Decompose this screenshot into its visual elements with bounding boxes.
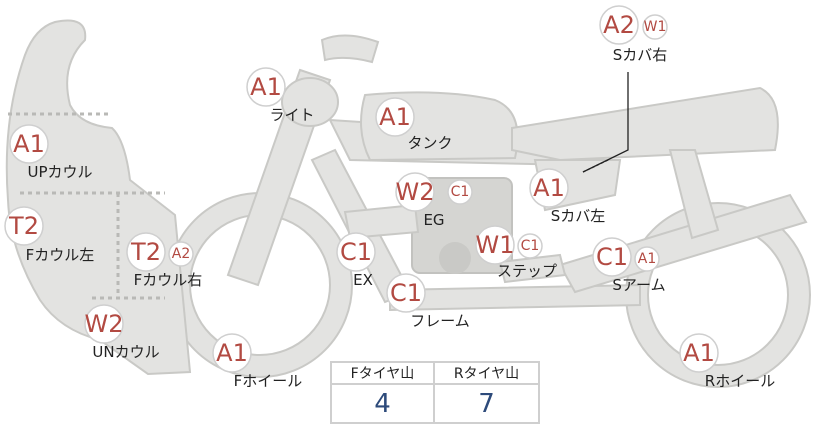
eg-grade: W2 xyxy=(396,178,435,206)
f-cowl-left-grade: T2 xyxy=(8,212,39,240)
frame-grade: C1 xyxy=(390,279,422,307)
front-tread-value: 4 xyxy=(332,385,435,422)
un-cowl-label: UNカウル xyxy=(92,343,159,361)
ex-grade: C1 xyxy=(340,238,372,266)
r-wheel-grade-badge xyxy=(679,333,719,373)
s-arm-grade-badge xyxy=(592,237,632,277)
ex-grade-badge xyxy=(336,232,376,272)
headlight-shape xyxy=(281,77,339,127)
s-cover-left-grade: A1 xyxy=(533,174,565,202)
s-cover-right-grade: W1 xyxy=(644,19,667,35)
s-cover-right-grade-badge xyxy=(642,14,668,40)
eg-label: EG xyxy=(423,211,444,229)
s-arm-grade-badge xyxy=(634,246,660,272)
step-shape xyxy=(498,253,567,284)
rear-tread-value: 7 xyxy=(478,388,495,419)
exhaust-shape xyxy=(343,203,420,240)
f-cowl-right-grade: T2 xyxy=(130,238,161,266)
f-cowl-left-grade-badge xyxy=(4,206,44,246)
un-cowl-grade-badge xyxy=(84,304,124,344)
light-grade-badge xyxy=(246,67,286,107)
eg-grade-badge xyxy=(447,179,473,205)
ex-label: EX xyxy=(353,271,373,289)
frame-label: フレーム xyxy=(410,312,470,330)
f-cowl-left-label: Fカウル左 xyxy=(26,246,95,264)
f-cowl-right-grade: A2 xyxy=(172,246,190,262)
s-cover-right-label: Sカバ右 xyxy=(613,46,668,64)
s-cover-left-label: Sカバ左 xyxy=(551,207,606,225)
step-grade-badge xyxy=(475,225,515,265)
s-arm-grade: C1 xyxy=(596,243,628,271)
f-cowl-right-grade-badge xyxy=(126,232,166,272)
s-cover-right-grade-badge xyxy=(599,5,639,45)
light-grade: A1 xyxy=(250,73,282,101)
un-cowl-grade: W2 xyxy=(85,310,124,338)
f-wheel-label: Fホイール xyxy=(234,372,303,390)
s-cover-left-grade-badge xyxy=(529,168,569,208)
s-arm-grade: A1 xyxy=(638,251,656,267)
up-cowl-grade-badge xyxy=(9,124,49,164)
tank-grade-badge xyxy=(375,97,415,137)
light-label: ライト xyxy=(269,106,314,124)
bike-silhouette xyxy=(5,19,811,388)
step-grade-badge xyxy=(517,233,543,259)
s-arm-label: Sアーム xyxy=(612,276,665,294)
f-wheel-grade-badge xyxy=(212,333,252,373)
f-cowl-right-grade-badge xyxy=(168,241,194,267)
tank-grade: A1 xyxy=(379,103,411,131)
up-cowl-label: UPカウル xyxy=(27,163,92,181)
step-grade: W1 xyxy=(476,231,515,259)
s-cover-right-grade: A2 xyxy=(603,11,635,39)
frame-grade-badge xyxy=(386,273,426,313)
r-wheel-label: Rホイール xyxy=(705,372,775,390)
tank-label: タンク xyxy=(407,134,452,152)
front-tread-header: Fタイヤ山 xyxy=(332,363,435,385)
f-cowl-right-label: Fカウル右 xyxy=(134,271,203,289)
frame-shape xyxy=(389,283,641,312)
seat-shape xyxy=(511,86,779,162)
tire-tread-table: Fタイヤ山 Rタイヤ山 4 7 xyxy=(330,361,540,424)
step-grade: C1 xyxy=(521,238,540,254)
f-wheel-grade: A1 xyxy=(216,339,248,367)
eg-grade-badge xyxy=(395,172,435,212)
step-label: ステップ xyxy=(497,262,557,280)
rear-tread-header: Rタイヤ山 xyxy=(435,363,538,385)
r-wheel-grade: A1 xyxy=(683,339,715,367)
eg-grade: C1 xyxy=(451,184,470,200)
up-cowl-grade: A1 xyxy=(13,130,45,158)
